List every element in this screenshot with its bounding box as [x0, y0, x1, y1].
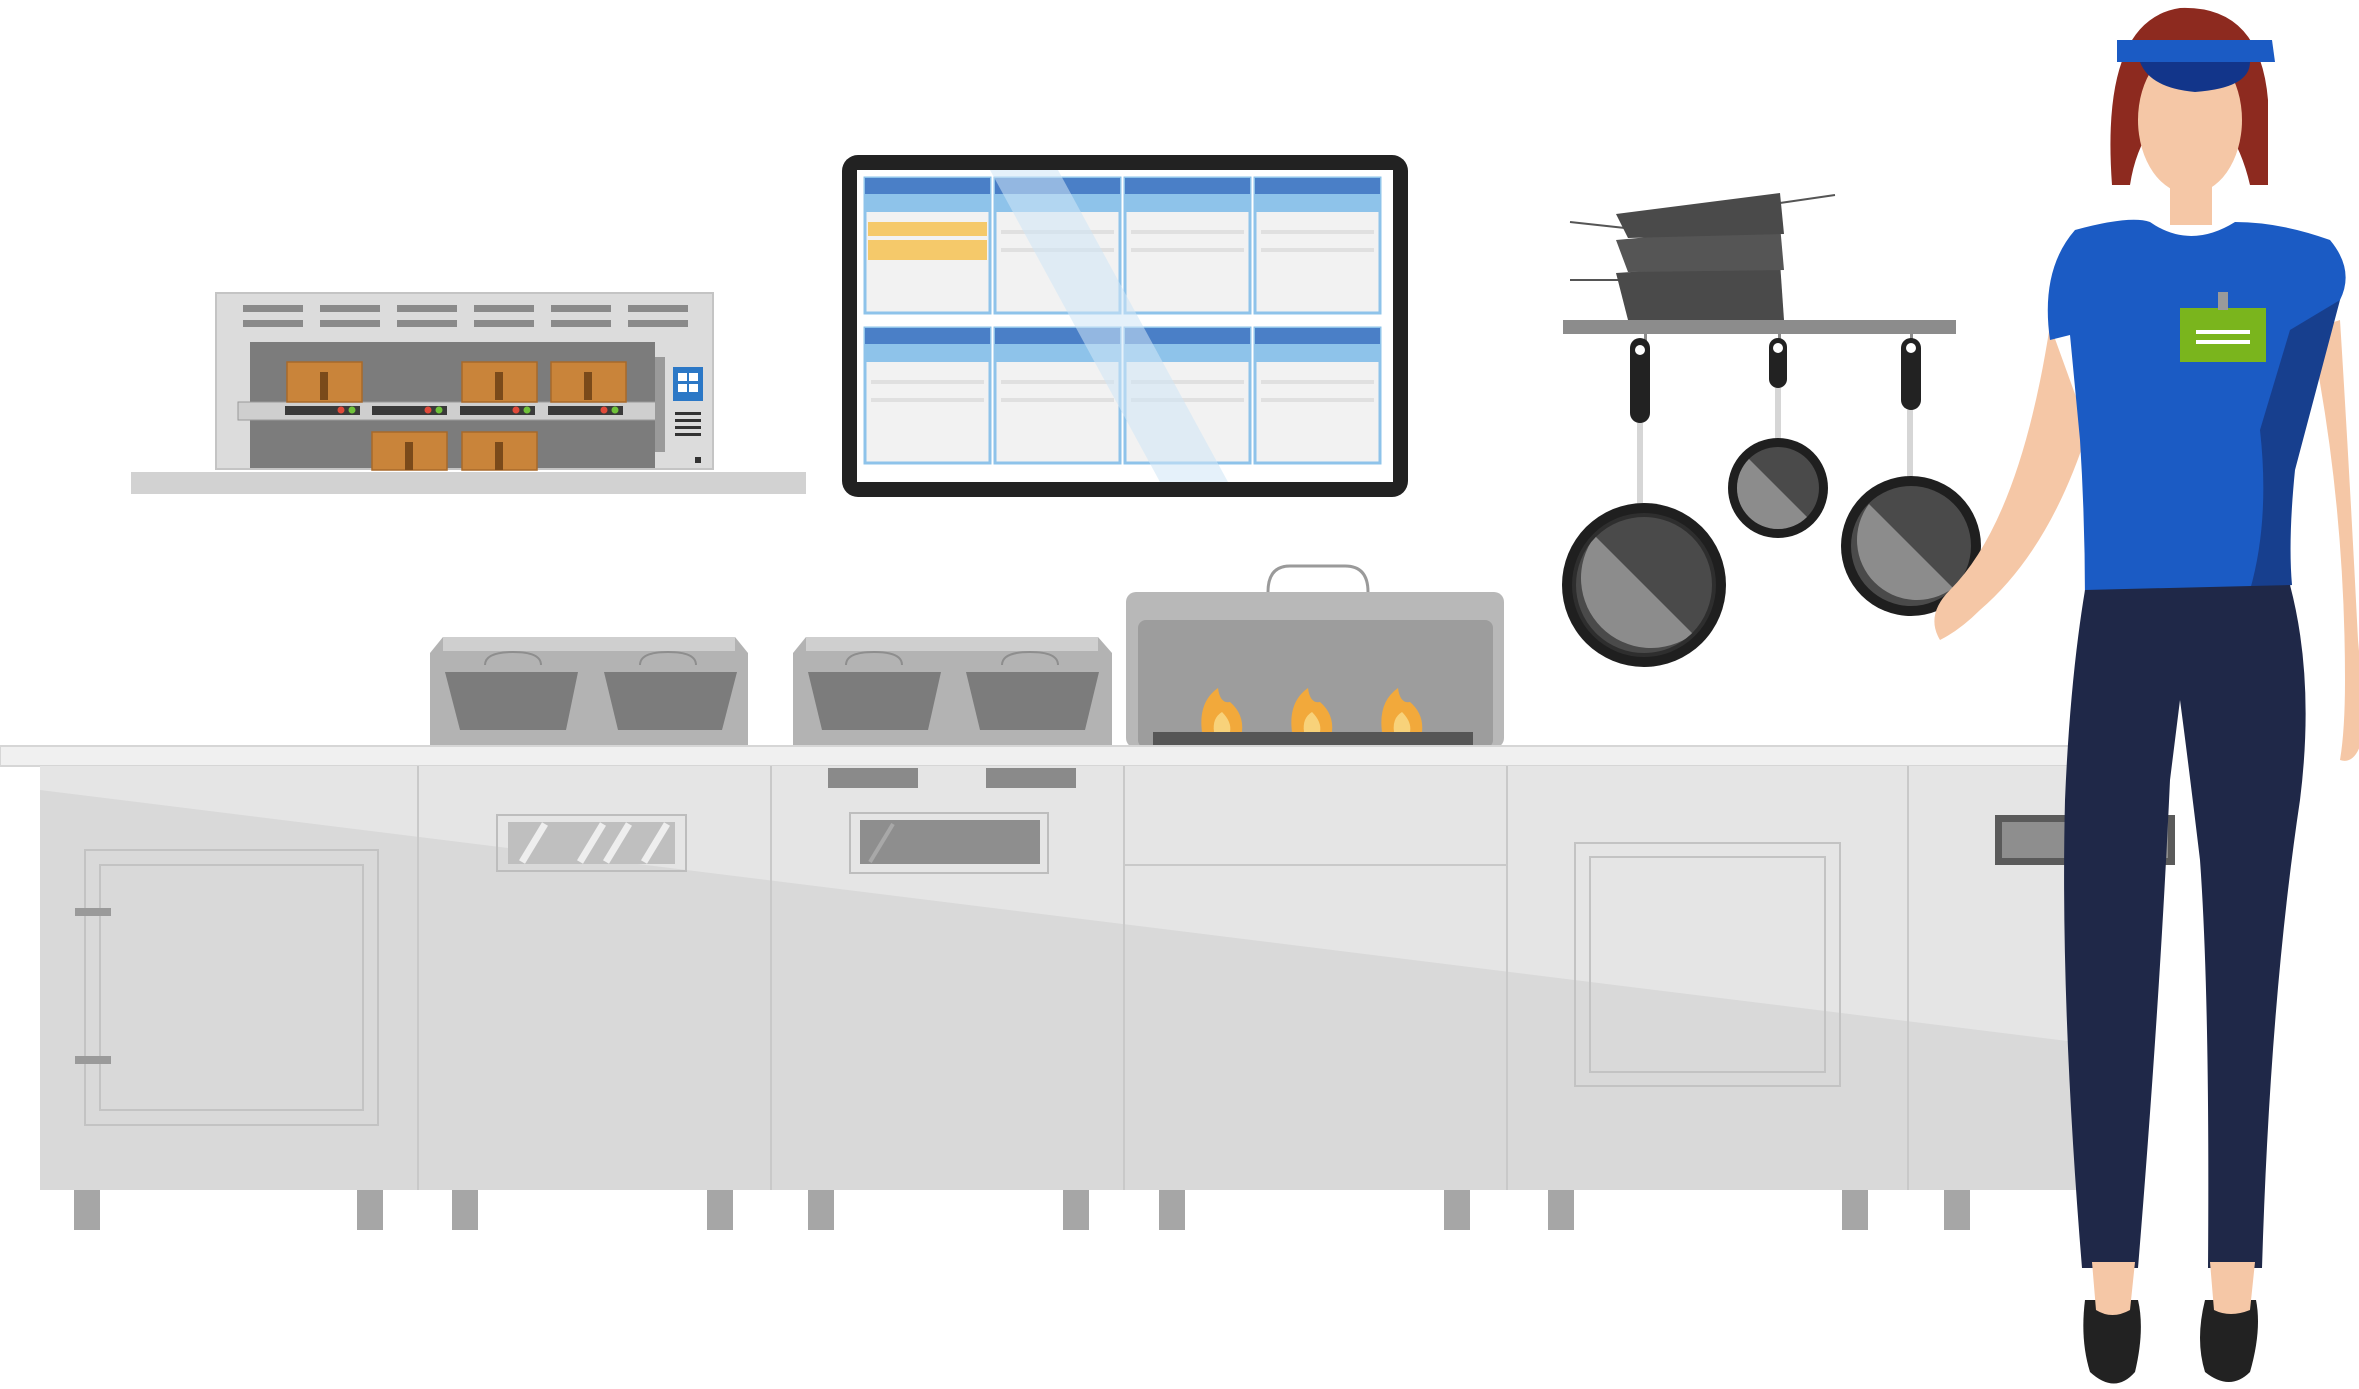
- employee-neck: [2170, 180, 2212, 225]
- visor: [2117, 40, 2275, 62]
- holding-control-panel: [655, 357, 703, 463]
- stock-pot: [1616, 262, 1784, 320]
- holding-shelf: [131, 472, 806, 494]
- flame-core: [1393, 712, 1411, 732]
- counter-sheen: [40, 790, 2140, 1190]
- food-holding-cabinet: [131, 292, 806, 494]
- counter-drawer: [1574, 842, 1841, 1087]
- broiler-flames: [1201, 688, 1423, 732]
- prep-counter: [0, 745, 2175, 1230]
- flame: [1201, 688, 1243, 732]
- name-badge: [2180, 308, 2266, 362]
- employee-shoe: [2083, 1300, 2141, 1384]
- counter-feet: [74, 1190, 1970, 1230]
- stock-pot: [1616, 193, 1784, 238]
- flame-core: [1303, 712, 1321, 732]
- door-hinge: [75, 908, 111, 916]
- counter-top: [0, 745, 2141, 767]
- order-ticket: [863, 326, 992, 465]
- employee-shoe: [2200, 1300, 2258, 1382]
- order-ticket: [1123, 176, 1252, 315]
- flame: [1291, 688, 1333, 732]
- employee-right-arm: [2310, 320, 2359, 761]
- order-ticket: [1253, 176, 1382, 315]
- fryer-drain: [986, 768, 1076, 788]
- counter-dividers: [417, 766, 1909, 1190]
- flame-core: [1213, 712, 1231, 732]
- holding-timer-strips: [285, 406, 623, 415]
- kitchen-employee: [1934, 7, 2359, 1384]
- broiler: [1126, 564, 1504, 748]
- fryer: [430, 637, 748, 748]
- screen-glare: [990, 170, 1228, 482]
- fryer-drain: [828, 768, 918, 788]
- badge-clip: [2218, 292, 2228, 310]
- badge-line: [2196, 340, 2250, 344]
- order-ticket: [863, 176, 992, 315]
- vent-panel: [496, 814, 687, 872]
- pot-shelf: [1563, 320, 1956, 334]
- visor-brim: [2140, 62, 2250, 92]
- employee-ankle: [2092, 1262, 2135, 1315]
- pot-rack: [1562, 193, 1981, 667]
- frying-pan: [1562, 338, 1726, 667]
- shirt-shadow: [2250, 300, 2340, 590]
- order-ticket: [993, 326, 1122, 465]
- employee-left-arm: [1934, 325, 2088, 640]
- holding-cabinet-vents: [243, 305, 688, 327]
- counter-door: [75, 849, 379, 1126]
- frying-pan: [1728, 338, 1828, 538]
- vent-panel: [849, 812, 1049, 874]
- order-ticket: [1253, 326, 1382, 465]
- badge-line: [2196, 330, 2250, 334]
- flame: [1381, 688, 1423, 732]
- employee-ankle: [2210, 1262, 2255, 1314]
- food-tray-details: [320, 372, 592, 470]
- door-hinge: [75, 1056, 111, 1064]
- frying-pan: [1841, 338, 1981, 616]
- fryer: [793, 637, 1112, 748]
- employee-pants: [2064, 585, 2306, 1268]
- holding-lower-bay: [250, 420, 655, 468]
- kitchen-display-screen: [842, 155, 1408, 497]
